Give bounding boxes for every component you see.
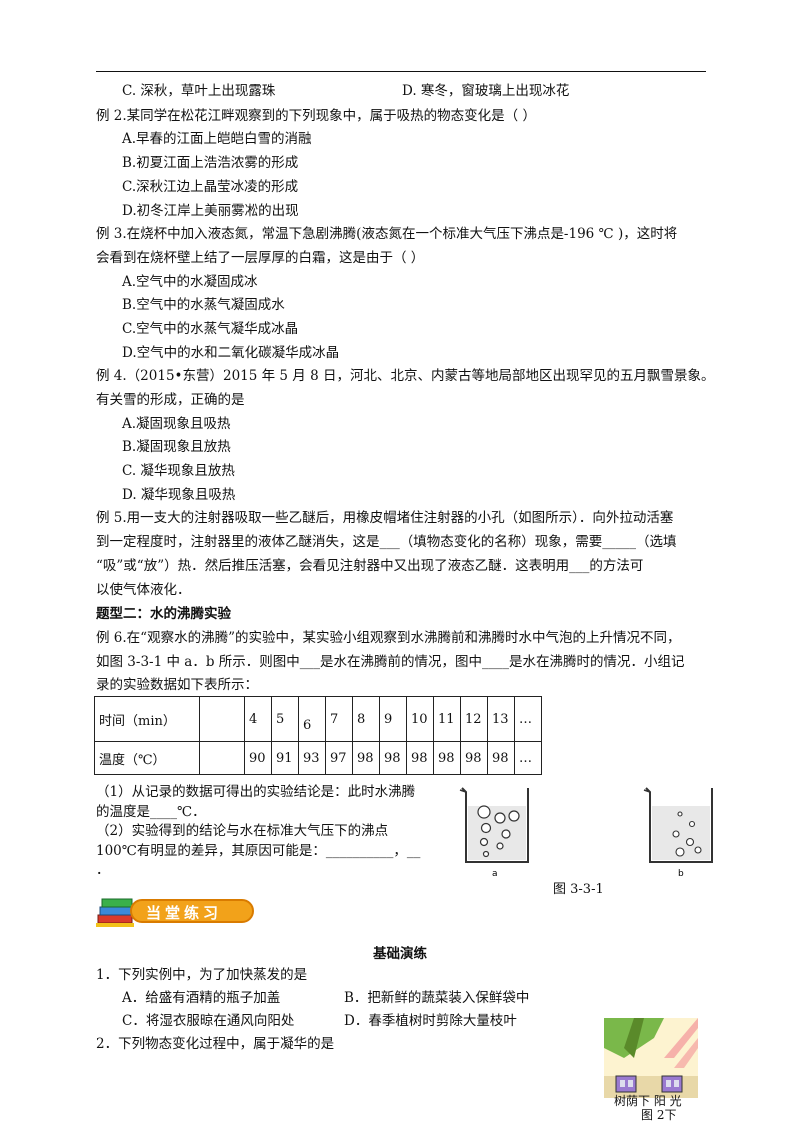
temperature-header: 温度（℃）: [94, 741, 200, 775]
example-5-line2: 到一定程度时，注射器里的液体乙醚消失，这是___（填物态变化的名称）现象，需要_…: [96, 534, 677, 550]
example-6-line2: 如图 3-3-1 中 a．b 所示．则图中___是水在沸腾前的情况，图中____…: [96, 654, 685, 670]
example-2-b: B.初夏江面上浩浩浓雾的形成: [122, 155, 299, 171]
question-2-line3: ．: [96, 862, 110, 878]
figure-3-3-1-caption: 图 3-3-1: [553, 882, 604, 897]
books-icon: [96, 898, 134, 927]
example-4-line1: 例 4.（2015•东营）2015 年 5 月 8 日，河北、北京、内蒙古等地局…: [96, 368, 715, 384]
example-3-line2: 会看到在烧杯壁上结了一层厚厚的白霜，这是由于（ ）: [96, 250, 425, 266]
practice-badge-label: 当堂练习: [146, 904, 223, 922]
boiling-data-table: 时间（min） 4 5 6 7 8 9 10 11 12 13 … 温度（℃） …: [94, 696, 542, 775]
option-d-line: D. 寒冬，窗玻璃上出现冰花: [402, 83, 570, 99]
example-6-line1: 例 6.在“观察水的沸腾”的实验中，某实验小组观察到水沸腾前和沸腾时水中气泡的上…: [96, 630, 681, 646]
question-2-line2: 100℃有明显的差异，其原因可能是：__________，__: [96, 843, 421, 859]
example-5-line1: 例 5.用一支大的注射器吸取一些乙醚后，用橡皮帽堵住注射器的小孔（如图所示）．向…: [96, 510, 674, 526]
example-2: 例 2.某同学在松花江畔观察到的下列现象中，属于吸热的物态变化是（ ）: [96, 108, 536, 124]
example-3-c: C.空气中的水蒸气凝华成冰晶: [122, 321, 299, 337]
question-2-line1: （2）实验得到的结论与水在标准大气压下的沸点: [96, 823, 389, 839]
beaker-a-figure: a: [459, 787, 529, 878]
example-2-a: A.早春的江面上皑皑白雪的消融: [122, 131, 312, 147]
example-4-b: B.凝固现象且放热: [122, 439, 231, 455]
header-rule: [96, 71, 706, 72]
problem-1-a: A．给盛有酒精的瓶子加盖: [122, 990, 281, 1006]
example-4-a: A.凝固现象且吸热: [122, 416, 231, 432]
example-3-d: D.空气中的水和二氧化碳凝华成冰晶: [122, 345, 340, 361]
example-5-line3: “吸”或“放”）热．然后推压活塞，会看见注射器中又出现了液态乙醚．这表明用___…: [96, 558, 644, 574]
example-6-line3: 录的实验数据如下表所示：: [96, 677, 258, 693]
time-header: 时间（min）: [94, 696, 200, 742]
example-3-b: B.空气中的水蒸气凝固成水: [122, 297, 285, 313]
table-row: 时间（min） 4 5 6 7 8 9 10 11 12 13 …: [94, 696, 542, 742]
example-4-d: D. 凝华现象且吸热: [122, 487, 236, 503]
practice-badge: 当堂练习: [94, 893, 260, 929]
example-5-line4: 以使气体液化．: [96, 582, 191, 598]
beaker-b-figure: b: [643, 787, 713, 878]
example-4-line2: 有关雪的形成，正确的是: [96, 392, 245, 408]
section-title: 基础演练: [373, 946, 427, 962]
example-3-a: A.空气中的水凝固成冰: [122, 274, 258, 290]
table-row: 温度（℃） 90 91 93 97 98 98 98 98 98 98 …: [94, 741, 542, 775]
beaker-a-label: a: [492, 869, 498, 878]
problem-2: 2．下列物态变化过程中，属于凝华的是: [96, 1036, 335, 1052]
topic-2-heading: 题型二：水的沸腾实验: [96, 606, 231, 622]
figure-2-label: 图 2下: [641, 1108, 677, 1122]
tree-shade-figure: [604, 1018, 698, 1098]
question-1-line2: 的温度是____℃．: [96, 804, 206, 820]
example-2-d: D.初冬江岸上美丽雾凇的出现: [122, 203, 299, 219]
problem-1-b: B．把新鲜的蔬菜装入保鲜袋中: [344, 990, 530, 1006]
problem-1-c: C．将湿衣服晾在通风向阳处: [122, 1013, 295, 1029]
example-2-c: C.深秋江边上晶莹冰凌的形成: [122, 179, 299, 195]
example-4-c: C. 凝华现象且放热: [122, 463, 235, 479]
figure-2-caption: 树荫下 阳 光: [614, 1094, 682, 1108]
option-c-line: C. 深秋，草叶上出现露珠: [122, 83, 276, 99]
beaker-b-label: b: [678, 869, 684, 878]
problem-1: 1．下列实例中，为了加快蒸发的是: [96, 967, 308, 983]
problem-1-d: D．春季植树时剪除大量枝叶: [344, 1013, 517, 1029]
example-3-line1: 例 3.在烧杯中加入液态氮，常温下急剧沸腾(液态氮在一个标准大气压下沸点是-19…: [96, 226, 678, 242]
question-1-line1: （1）从记录的数据可得出的实验结论是：此时水沸腾: [96, 784, 416, 800]
